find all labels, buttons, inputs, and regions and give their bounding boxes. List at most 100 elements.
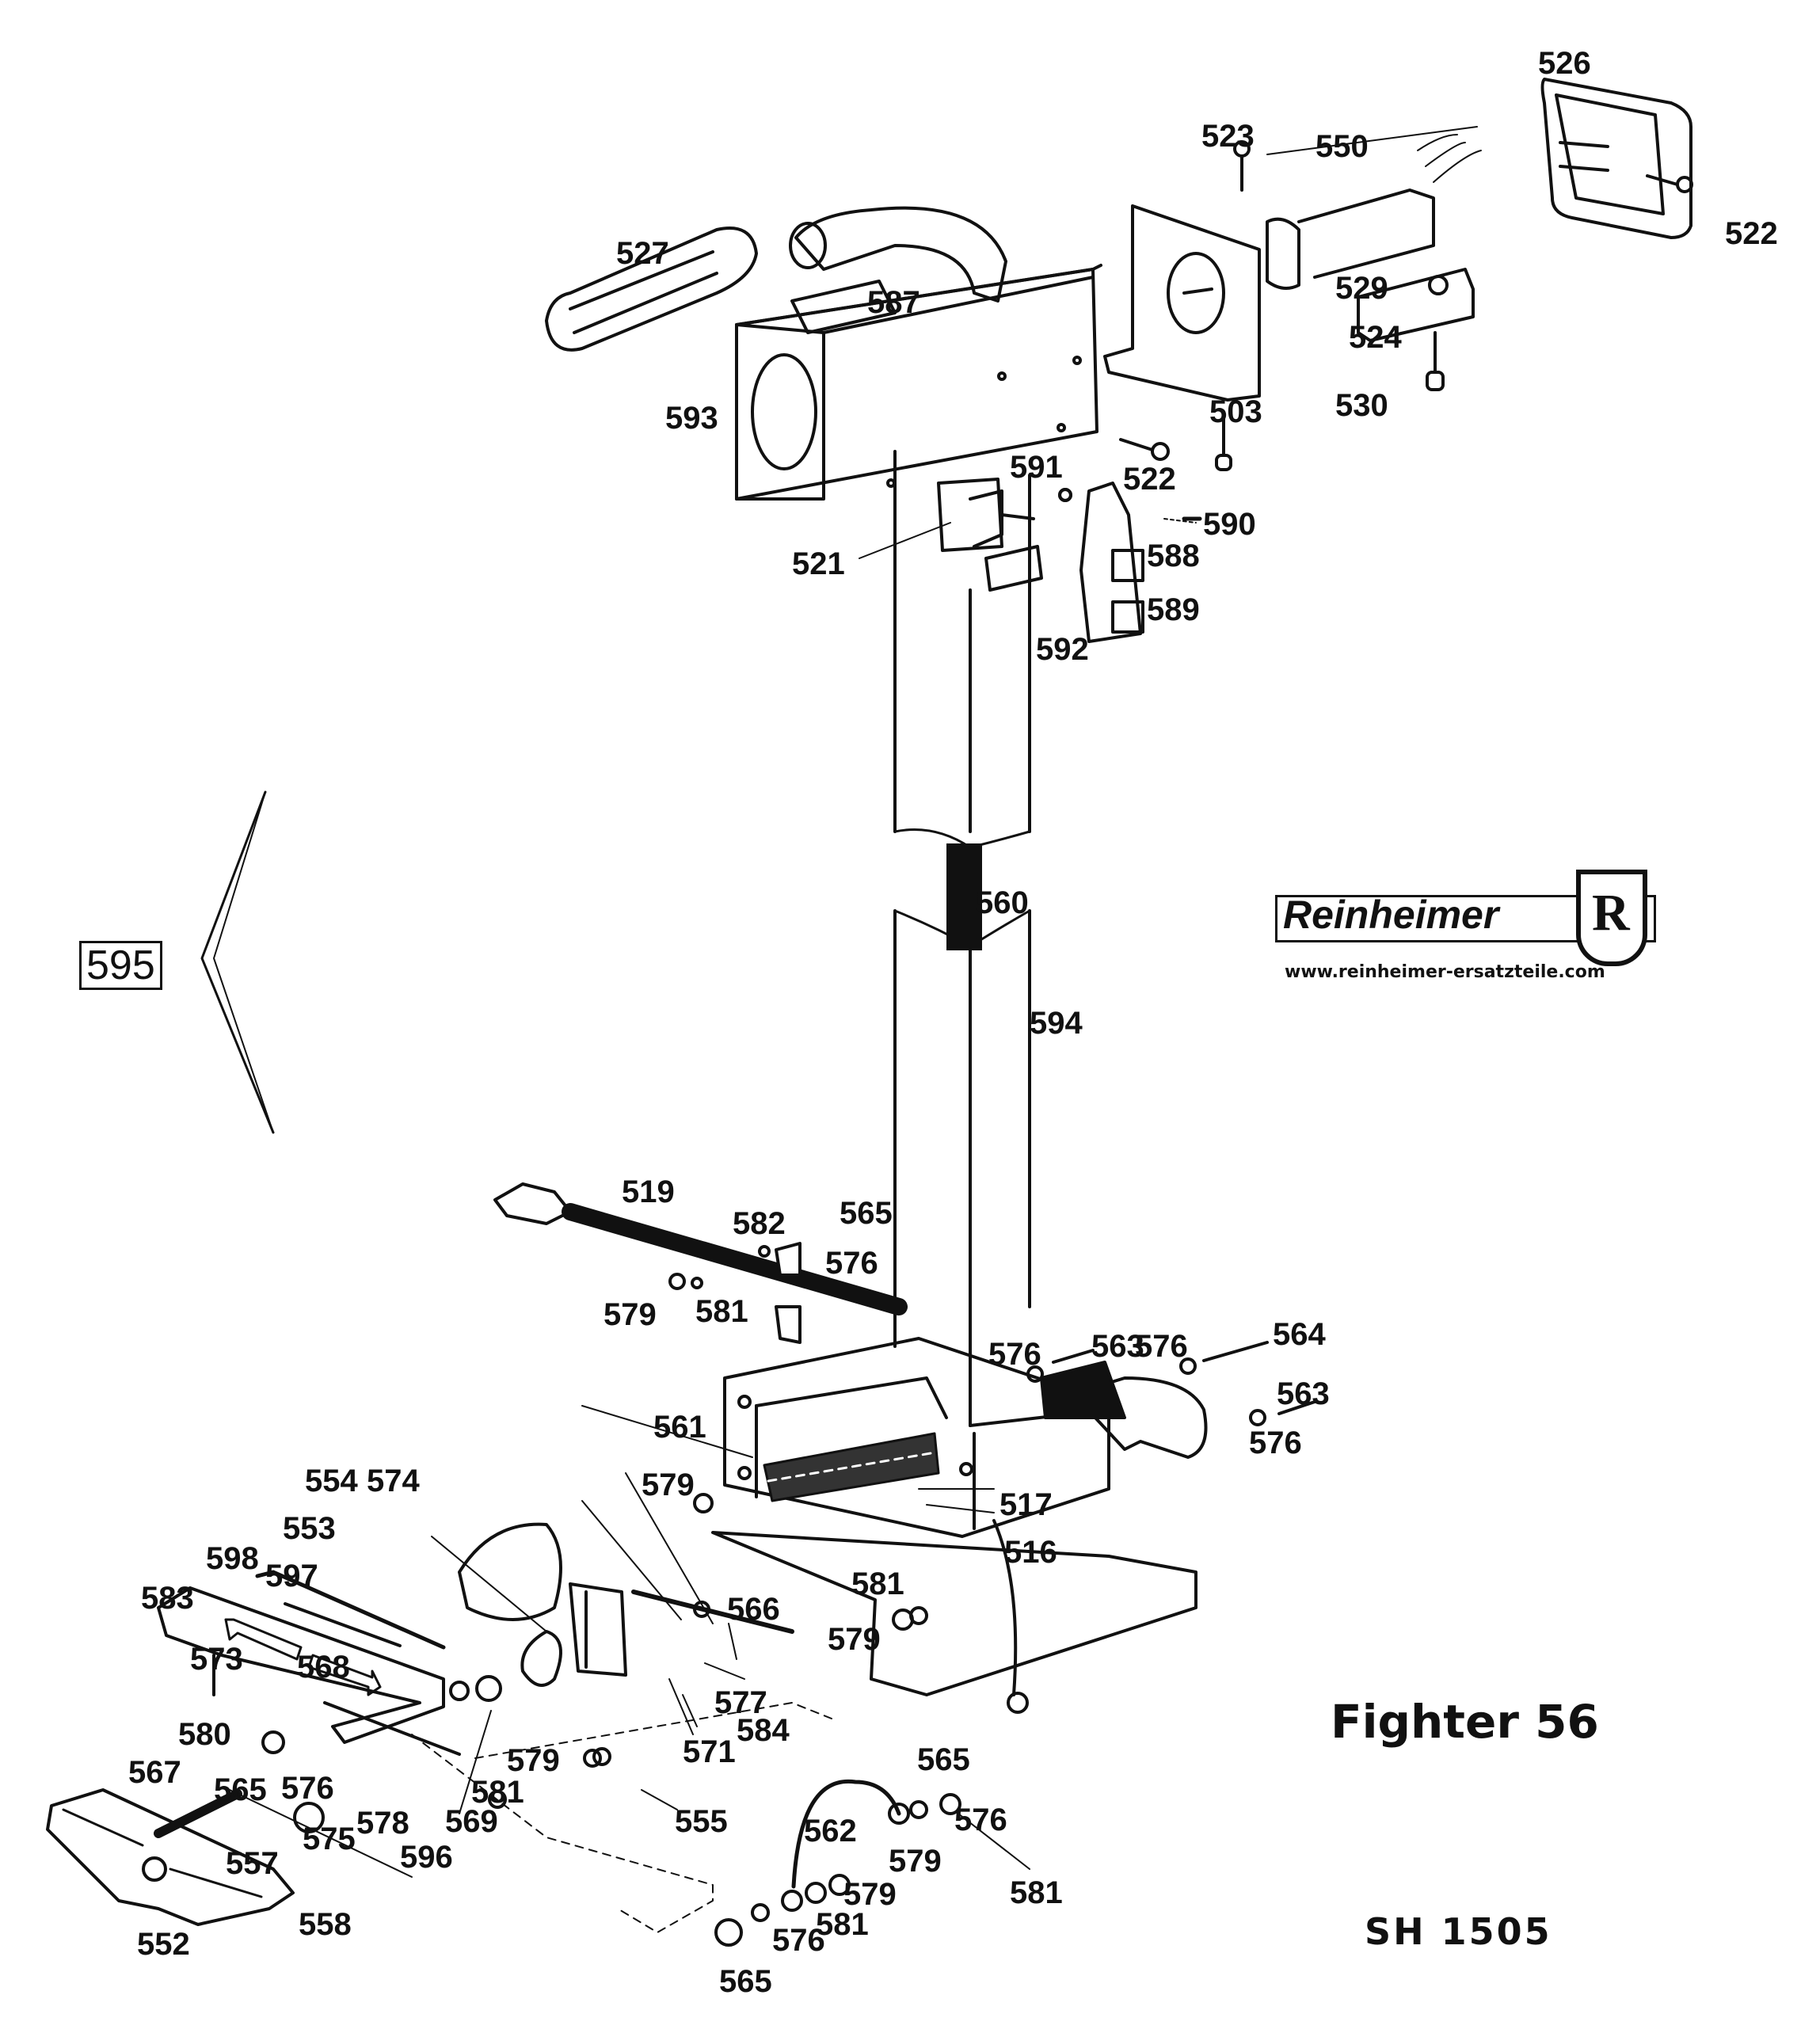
part-label: 550 xyxy=(1316,129,1369,164)
screw-522-left xyxy=(1119,438,1170,461)
hand-grip-527 xyxy=(545,227,758,352)
toggle-switch-521 xyxy=(937,478,1043,592)
part-label: 579 xyxy=(642,1468,695,1502)
part-label: 565 xyxy=(840,1196,893,1231)
part-label: 560 xyxy=(976,885,1029,920)
callout-595-bracket xyxy=(200,790,275,1134)
part-label: 566 xyxy=(727,1592,780,1627)
base-box xyxy=(723,1337,1110,1538)
inner-bar-560 xyxy=(946,843,982,950)
part-label: 526 xyxy=(1538,46,1591,81)
part-label: 563 xyxy=(1277,1376,1330,1411)
screw-522-right xyxy=(1646,174,1693,193)
brand-name: Reinheimer xyxy=(1283,893,1499,937)
switch-assembly-550 xyxy=(1266,126,1482,290)
part-label: 580 xyxy=(178,1717,231,1752)
part-label: 588 xyxy=(1147,539,1200,573)
part-label: 516 xyxy=(1004,1535,1057,1570)
part-label: 564 xyxy=(1273,1317,1326,1352)
part-label: 581 xyxy=(471,1775,524,1810)
part-label: 577 xyxy=(714,1685,767,1720)
part-label: 584 xyxy=(737,1713,790,1748)
cable-519 xyxy=(493,1182,908,1344)
part-label: 597 xyxy=(265,1559,318,1593)
part-label: 530 xyxy=(1335,388,1388,423)
part-label: 579 xyxy=(507,1743,560,1778)
screw-523 xyxy=(1233,140,1251,192)
ground-wire-562 xyxy=(791,1779,901,1889)
part-label: 524 xyxy=(1349,320,1402,355)
part-label: 579 xyxy=(843,1877,897,1912)
terminal-block-516-517 xyxy=(763,1432,940,1502)
brand-url[interactable]: www.reinheimer-ersatzteile.com xyxy=(1285,962,1605,982)
model-title: Fighter 56 xyxy=(1331,1695,1599,1749)
part-label: 590 xyxy=(1203,507,1256,542)
part-label: 557 xyxy=(226,1846,279,1881)
part-label: 522 xyxy=(1123,462,1176,497)
screw-530 xyxy=(1426,331,1445,391)
part-label: 563 xyxy=(1091,1329,1144,1364)
mounting-bracket-503 xyxy=(1103,204,1261,402)
sheet-code: SH 1505 xyxy=(1365,1910,1552,1953)
part-label: 575 xyxy=(303,1822,356,1856)
part-label: 583 xyxy=(141,1581,194,1616)
part-label: 523 xyxy=(1201,119,1255,154)
part-label: 574 xyxy=(367,1464,420,1498)
part-label: 581 xyxy=(1010,1875,1063,1910)
part-label: 571 xyxy=(683,1734,736,1769)
part-label: 573 xyxy=(190,1642,243,1677)
part-label: 576 xyxy=(1249,1426,1302,1460)
part-label: 568 xyxy=(297,1650,350,1685)
motor-flange xyxy=(1026,1341,1316,1459)
part-label: 589 xyxy=(1147,592,1200,627)
part-label: 593 xyxy=(665,401,718,436)
part-label: 578 xyxy=(356,1806,409,1841)
part-label: 565 xyxy=(917,1742,970,1777)
base-plate xyxy=(711,1531,1197,1696)
part-label: 519 xyxy=(622,1174,675,1209)
part-label: 561 xyxy=(653,1410,706,1445)
part-label: 569 xyxy=(445,1804,498,1839)
actuator-554 xyxy=(458,1522,794,1687)
part-label: 587 xyxy=(867,285,920,320)
part-label: 527 xyxy=(616,236,669,271)
screw-503 xyxy=(1215,414,1232,471)
block-524 xyxy=(1357,268,1475,342)
part-label: 576 xyxy=(988,1337,1041,1372)
part-label: 592 xyxy=(1036,632,1089,667)
part-label: 576 xyxy=(772,1923,825,1958)
part-label: 553 xyxy=(283,1511,336,1546)
column-594 xyxy=(893,450,1031,1427)
part-label: 576 xyxy=(825,1246,878,1281)
part-label: 582 xyxy=(733,1206,786,1241)
part-label: 596 xyxy=(400,1840,453,1875)
foot-pedal-552 xyxy=(46,1788,295,1926)
pedal-support-583 xyxy=(157,1586,461,1756)
part-label: 579 xyxy=(603,1297,657,1332)
part-label: 565 xyxy=(214,1772,267,1807)
control-box-593 xyxy=(735,264,1102,501)
part-label: 591 xyxy=(1010,450,1063,485)
part-label: 555 xyxy=(675,1804,728,1839)
direction-arrow-573 xyxy=(224,1618,382,1696)
part-label: 522 xyxy=(1725,216,1778,251)
part-label: 598 xyxy=(206,1541,259,1576)
part-label: 579 xyxy=(889,1844,942,1879)
handle-hook xyxy=(794,206,1007,303)
guide-line xyxy=(411,1734,714,1933)
part-label: 558 xyxy=(299,1907,352,1942)
part-label: 562 xyxy=(804,1814,857,1848)
part-label: 576 xyxy=(281,1771,334,1806)
part-label: 554 xyxy=(305,1464,358,1498)
part-label: 581 xyxy=(695,1294,748,1329)
brand-emblem-icon xyxy=(1576,870,1647,966)
boxed-label-595: 595 xyxy=(79,941,162,990)
slot-plate-598 xyxy=(255,1570,446,1650)
cover-526 xyxy=(1540,78,1692,239)
brand-emblem-letter: R xyxy=(1592,884,1630,942)
part-label: 517 xyxy=(999,1487,1053,1522)
part-label: 576 xyxy=(954,1803,1007,1837)
part-label: 552 xyxy=(137,1927,190,1962)
part-label: 565 xyxy=(719,1964,772,1999)
